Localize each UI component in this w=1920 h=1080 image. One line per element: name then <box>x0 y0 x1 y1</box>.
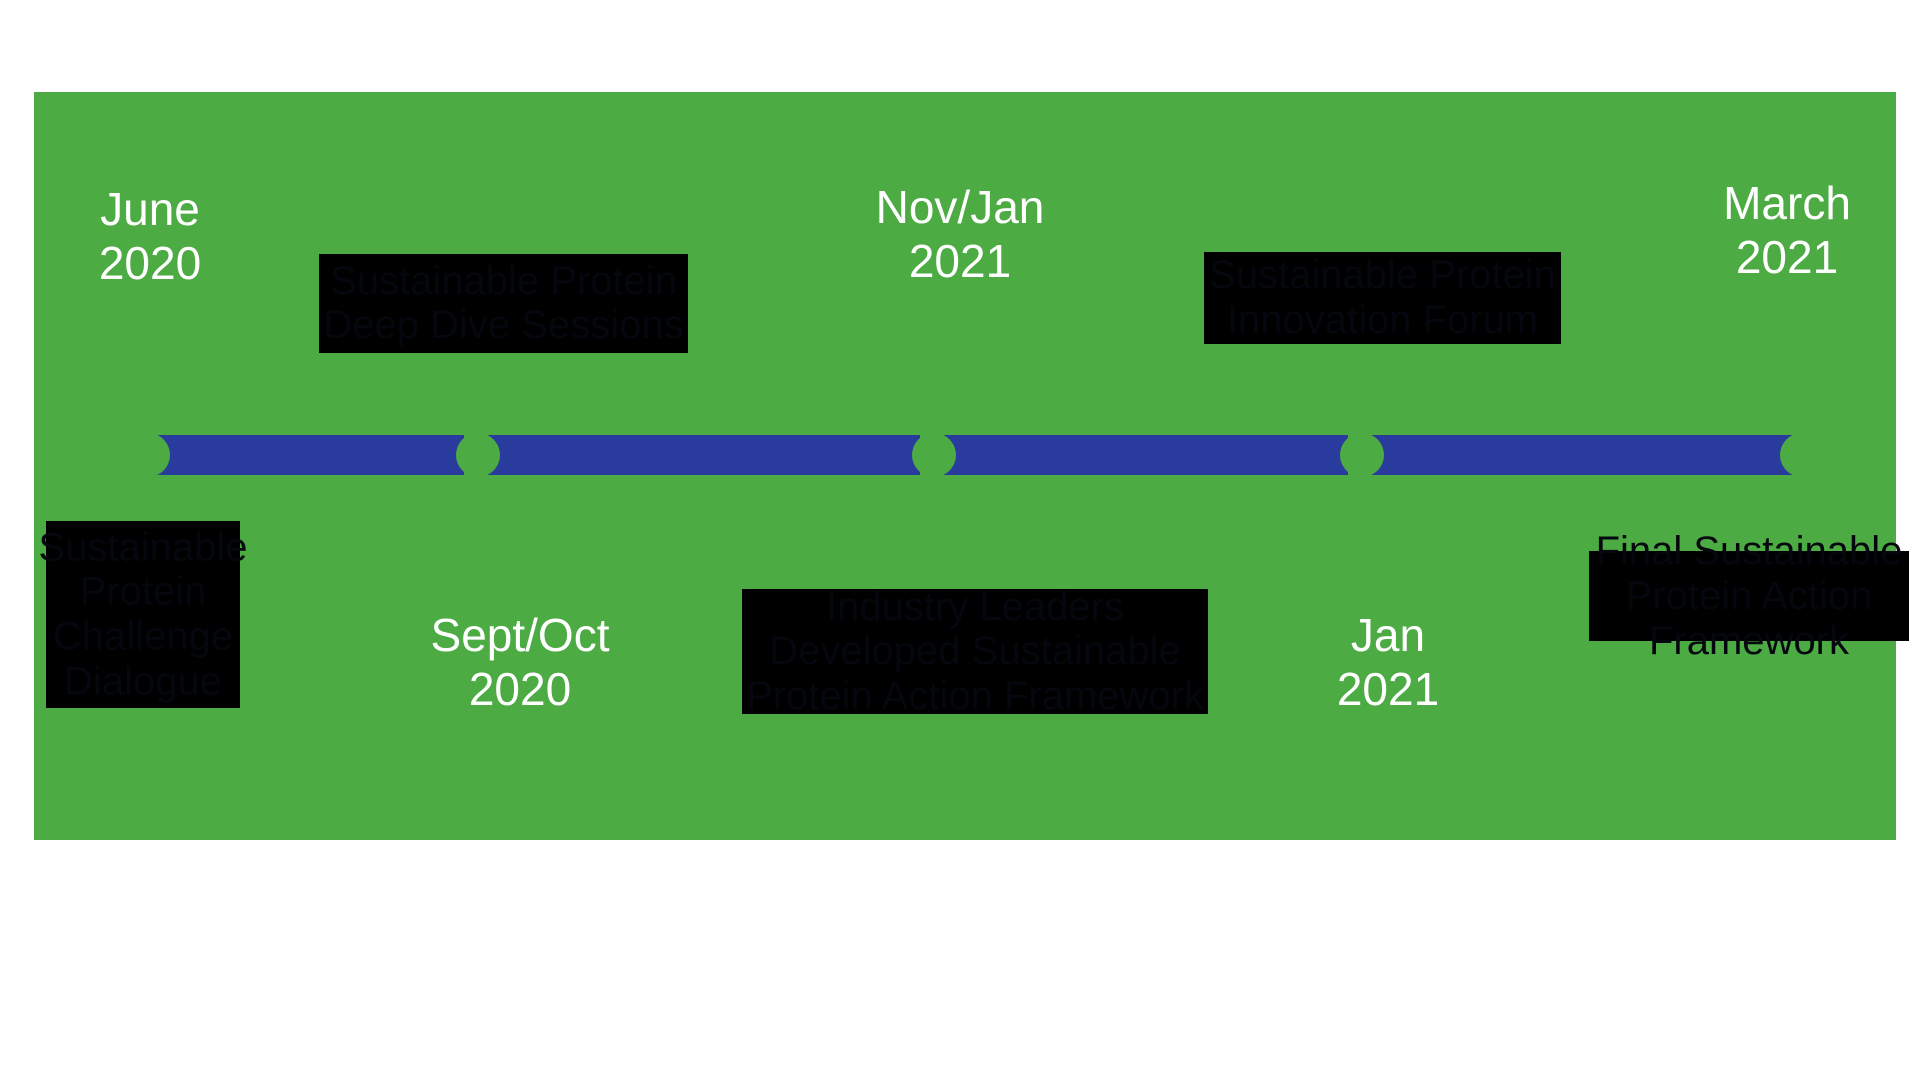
milestone-label: Sustainable Protein Challenge Dialogue <box>38 524 248 704</box>
milestone-final-sustainable-protein-action-framework: Final Sustainable Protein Action Framewo… <box>1589 529 1909 662</box>
milestone-sustainable-protein-challenge-dialogue: Sustainable Protein Challenge Dialogue <box>38 521 248 708</box>
timeline-segment-3 <box>936 435 1348 475</box>
timeline-segment-1 <box>150 435 464 475</box>
date-label-march-2021: March 2021 <box>1723 177 1851 284</box>
timeline-segment-4 <box>1364 435 1802 475</box>
date-label-sept-oct-2020: Sept/Oct 2020 <box>430 609 610 716</box>
milestone-label: Industry Leaders Developed Sustainable P… <box>746 584 1204 718</box>
milestone-industry-leaders-developed-sustainable-protein-action-framework: Industry Leaders Developed Sustainable P… <box>742 584 1208 718</box>
timeline-segment-2 <box>480 435 920 475</box>
timeline-track <box>126 433 1824 477</box>
milestone-label: Final Sustainable Protein Action Framewo… <box>1595 528 1903 663</box>
date-label-june-2020: June 2020 <box>98 183 202 290</box>
milestone-label: Sustainable Protein Deep Dive Sessions <box>323 258 684 348</box>
milestone-sustainable-protein-deep-dive-sessions: Sustainable Protein Deep Dive Sessions <box>319 254 688 353</box>
milestone-label: Sustainable Protein Innovation Forum <box>1209 253 1556 342</box>
date-label-nov-jan-2021: Nov/Jan 2021 <box>875 181 1045 288</box>
milestone-sustainable-protein-innovation-forum: Sustainable Protein Innovation Forum <box>1204 252 1561 344</box>
date-label-jan-2021: Jan 2021 <box>1336 609 1440 716</box>
